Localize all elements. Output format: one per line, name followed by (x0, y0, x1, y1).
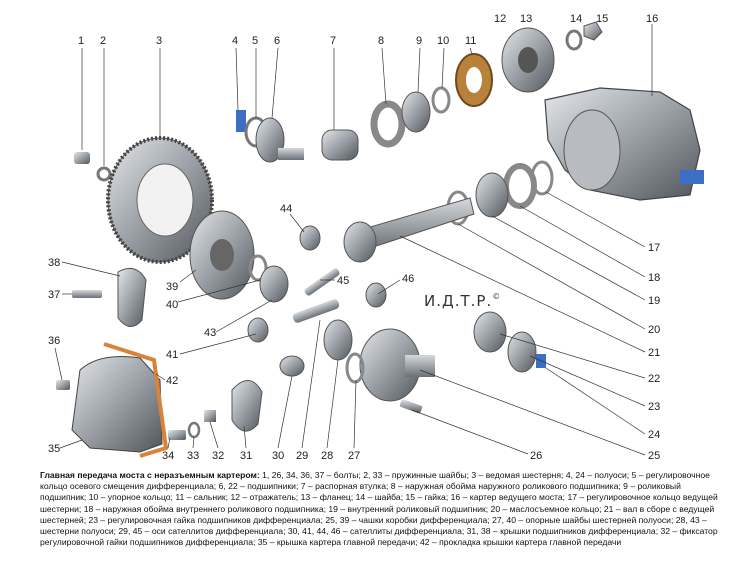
part-thrust-ring-10 (431, 86, 451, 114)
part-gear-44 (299, 225, 321, 251)
callout-27: 27 (348, 450, 360, 460)
part-bolt-34 (168, 430, 186, 440)
part-lock-32 (204, 410, 216, 422)
callout-24: 24 (648, 429, 660, 441)
callout-43: 43 (204, 327, 216, 339)
part-washer-2 (96, 166, 112, 182)
callout-38: 38 (48, 257, 60, 269)
callout-6: 6 (274, 35, 280, 47)
callout-45: 45 (337, 275, 349, 287)
callout-14: 14 (570, 13, 582, 25)
part-bearing-race-8 (370, 100, 406, 148)
callout-36: 36 (48, 335, 60, 347)
part-gear-30 (279, 355, 305, 377)
part-washer-14 (565, 29, 583, 51)
callout-9: 9 (416, 35, 422, 47)
callout-22: 22 (648, 373, 660, 385)
callout-32: 32 (212, 450, 224, 460)
callout-17: 17 (648, 242, 660, 254)
figure-caption: Главная передача моста с неразъемным кар… (40, 470, 720, 548)
part-gear-28 (323, 319, 353, 361)
callout-3: 3 (156, 35, 162, 47)
part-seal-11 (455, 53, 493, 107)
part-spacer-7 (321, 129, 359, 161)
callout-39: 39 (166, 281, 178, 293)
callout-1: 1 (78, 35, 84, 47)
callout-26: 26 (530, 450, 542, 460)
leader-lines (54, 24, 653, 456)
part-gear-43 (259, 265, 289, 303)
part-flange-13 (501, 27, 555, 93)
callout-16: 16 (646, 13, 658, 25)
callout-37: 37 (48, 289, 60, 301)
part-ring-gear-3 (106, 136, 214, 264)
part-diff-case-25 (359, 328, 435, 402)
part-gear-46 (365, 282, 387, 308)
part-bearing-19 (475, 172, 509, 218)
callout-15: 15 (596, 13, 608, 25)
part-flange-6 (255, 117, 304, 163)
part-axle-housing-16 (544, 87, 704, 201)
callout-42: 42 (166, 375, 178, 387)
callout-13: 13 (520, 13, 532, 25)
callout-4: 4 (232, 35, 238, 47)
callout-5: 5 (252, 35, 258, 47)
caption-text: 1, 26, 34, 36, 37 – болты; 2, 33 – пружи… (40, 470, 718, 548)
callout-8: 8 (378, 35, 384, 47)
part-adjust-nut-23 (507, 331, 537, 373)
part-bolt-36 (56, 380, 70, 390)
callout-21: 21 (648, 347, 660, 359)
part-diff-case-39 (189, 210, 255, 300)
part-bolt-26 (399, 399, 423, 414)
callout-41: 41 (166, 349, 178, 361)
part-gear-41 (247, 317, 269, 343)
part-pin-45 (304, 268, 340, 296)
callout-29: 29 (296, 450, 308, 460)
part-washer-33 (187, 421, 201, 439)
part-washer-27 (345, 352, 365, 384)
part-bearing-9 (401, 91, 431, 133)
callout-40: 40 (166, 299, 178, 311)
exploded-diagram: 1 2 3 4 5 6 7 8 9 10 11 12 13 14 15 16 1… (48, 13, 704, 460)
part-pin-29 (292, 299, 340, 323)
callout-10: 10 (437, 35, 449, 47)
part-cap-38 (117, 267, 147, 327)
callout-28: 28 (321, 450, 333, 460)
part-cover-35 (71, 356, 163, 453)
watermark: И.Д.Т.Р.© (424, 292, 501, 310)
callout-30: 30 (272, 450, 284, 460)
callout-20: 20 (648, 324, 660, 336)
part-nut-15 (583, 21, 603, 41)
caption-title: Главная передача моста с неразъемным кар… (40, 470, 260, 480)
callout-19: 19 (648, 295, 660, 307)
callout-18: 18 (648, 272, 660, 284)
part-bolt-37 (72, 290, 102, 298)
part-bearing-race-18 (503, 163, 537, 209)
callout-numbers: 1 2 3 4 5 6 7 8 9 10 11 12 13 14 15 16 1… (48, 13, 660, 460)
part-axle-shaft-4 (236, 110, 246, 132)
callout-34: 34 (162, 450, 174, 460)
part-gasket-42 (103, 342, 169, 458)
callout-7: 7 (330, 35, 336, 47)
callout-35: 35 (48, 443, 60, 455)
part-bearing-22 (473, 311, 507, 353)
part-cap-31 (231, 380, 263, 432)
callout-33: 33 (187, 450, 199, 460)
callout-12: 12 (494, 13, 506, 25)
callout-44: 44 (280, 203, 292, 215)
callout-23: 23 (648, 401, 660, 413)
callout-2: 2 (100, 35, 106, 47)
callout-11: 11 (465, 35, 476, 47)
callout-31: 31 (240, 450, 252, 460)
part-bolt-1 (74, 152, 90, 164)
callout-25: 25 (648, 450, 660, 460)
part-pinion-shaft-21 (343, 197, 475, 263)
part-washer-40 (248, 254, 268, 282)
callout-46: 46 (402, 273, 414, 285)
